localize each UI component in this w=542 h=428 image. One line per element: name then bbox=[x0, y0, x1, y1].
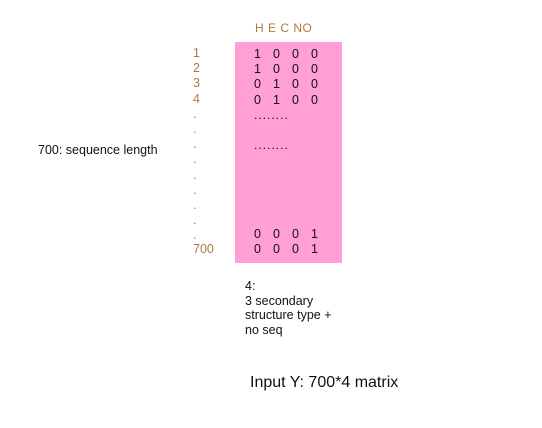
row-label: . bbox=[193, 213, 197, 228]
diagram-title: Input Y: 700*4 matrix bbox=[250, 374, 399, 391]
matrix-cell: 0 bbox=[273, 62, 280, 77]
dimension-caption: 4: 3 secondary structure type + no seq bbox=[245, 279, 365, 337]
matrix-cell: 0 bbox=[311, 77, 318, 92]
matrix-cell: 1 bbox=[311, 242, 318, 256]
row-label: . bbox=[193, 106, 197, 121]
matrix-cell: 0 bbox=[292, 92, 299, 107]
matrix-cell: 0 bbox=[273, 242, 280, 256]
sequence-length-label: 700: sequence length bbox=[38, 143, 158, 157]
ellipsis: ........ bbox=[254, 108, 289, 122]
matrix-cell: 0 bbox=[292, 242, 299, 256]
matrix-cell: 0 bbox=[254, 92, 261, 107]
row-label: 4 bbox=[193, 91, 200, 106]
matrix-cell: 1 bbox=[273, 92, 280, 107]
row-label: . bbox=[193, 182, 197, 197]
column-headers: H E C NO bbox=[255, 21, 313, 35]
matrix-block bbox=[235, 42, 342, 263]
matrix-cell: 0 bbox=[311, 47, 318, 61]
row-label: 700 bbox=[193, 242, 214, 257]
row-label: . bbox=[193, 197, 197, 212]
row-label: 2 bbox=[193, 61, 200, 76]
row-label: . bbox=[193, 167, 197, 182]
row-label: 3 bbox=[193, 76, 200, 91]
matrix-cell: 0 bbox=[311, 92, 318, 107]
matrix-cell: 1 bbox=[273, 77, 280, 92]
matrix-cell: 0 bbox=[254, 77, 261, 92]
matrix-cell: 0 bbox=[311, 62, 318, 77]
matrix-cell: 0 bbox=[273, 47, 280, 61]
matrix-cell: 1 bbox=[311, 227, 318, 241]
caption-line-3: structure type + bbox=[245, 308, 332, 322]
caption-line-1: 4: bbox=[245, 279, 256, 293]
matrix-cell: 0 bbox=[292, 62, 299, 77]
caption-line-2: 3 secondary bbox=[245, 293, 314, 308]
row-label: 1 bbox=[193, 46, 200, 60]
matrix-cell: 1 bbox=[254, 62, 261, 77]
matrix-cell: 0 bbox=[254, 227, 261, 241]
row-label: . bbox=[193, 152, 197, 167]
row-label: . bbox=[193, 228, 197, 243]
matrix-cell: 1 bbox=[254, 47, 261, 61]
matrix-cell: 0 bbox=[292, 77, 299, 92]
matrix-cell: 0 bbox=[292, 227, 299, 241]
matrix-cell: 0 bbox=[292, 47, 299, 61]
row-label: . bbox=[193, 121, 197, 136]
matrix-cell: 0 bbox=[273, 227, 280, 241]
caption-line-4: no seq bbox=[245, 322, 283, 337]
ellipsis: ........ bbox=[254, 138, 289, 152]
matrix-cell: 0 bbox=[254, 242, 261, 256]
row-label: . bbox=[193, 137, 197, 152]
